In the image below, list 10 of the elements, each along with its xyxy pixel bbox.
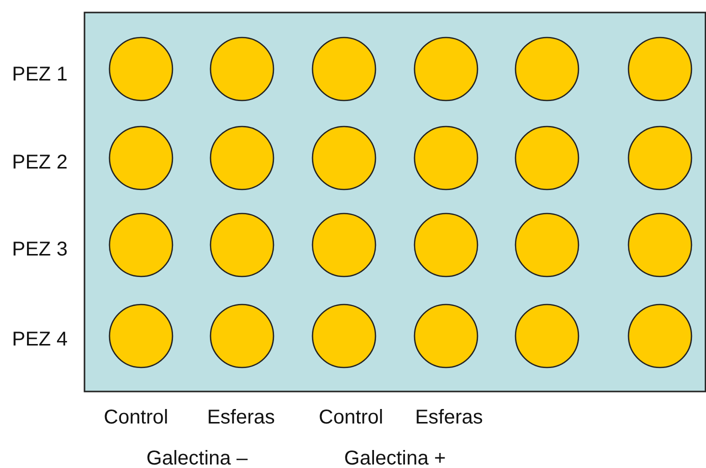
column-label: Control: [104, 406, 168, 430]
column-label: Esferas: [415, 406, 483, 430]
column-label: Control: [318, 406, 384, 430]
row-label: PEZ 4: [12, 328, 68, 352]
group-label: Galectina –: [146, 448, 248, 468]
row-label: PEZ 2: [12, 152, 68, 174]
row-label: PEZ 1: [12, 64, 68, 86]
row-label: PEZ 3: [12, 238, 68, 262]
group-label: Galectina +: [344, 448, 446, 468]
column-label: Esferas: [207, 406, 275, 430]
